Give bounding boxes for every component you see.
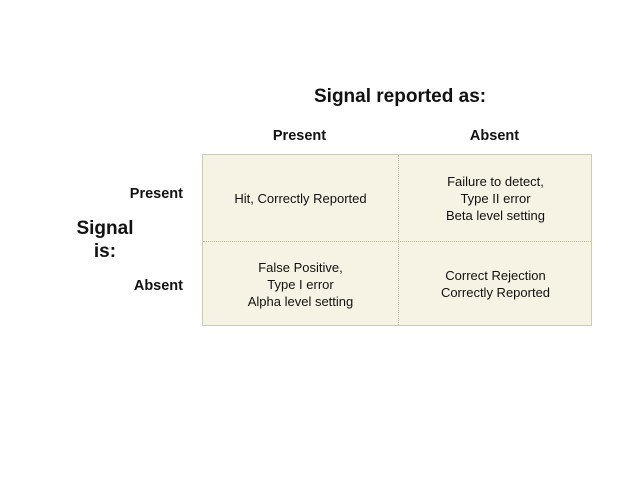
- row-axis-label-line1: Signal: [76, 218, 134, 239]
- cell-miss-line: Beta level setting: [445, 207, 545, 223]
- cell-false-positive: False Positive, Type I error Alpha level…: [203, 241, 398, 327]
- cell-false-positive-line: Type I error: [267, 276, 334, 292]
- cell-hit-line: Hit, Correctly Reported: [234, 190, 367, 206]
- cell-false-positive-line: False Positive,: [258, 259, 343, 275]
- column-header-present: Present: [272, 128, 327, 144]
- cell-false-positive-line: Alpha level setting: [247, 293, 354, 309]
- cell-hit: Hit, Correctly Reported: [203, 155, 398, 241]
- cell-miss-line: Type II error: [460, 190, 531, 206]
- diagram-title: Signal reported as:: [314, 86, 487, 107]
- row-axis-label-line2: is:: [93, 241, 117, 262]
- cell-miss: Failure to detect, Type II error Beta le…: [398, 155, 593, 241]
- cell-correct-rejection-line: Correctly Reported: [440, 285, 551, 300]
- matrix-vertical-divider: [398, 155, 399, 325]
- row-header-present: Present: [129, 186, 183, 202]
- matrix-horizontal-divider: [203, 241, 591, 242]
- cell-correct-rejection-line: Correct Rejection: [445, 268, 546, 283]
- cell-correct-rejection: Correct Rejection Correctly Reported: [398, 241, 593, 327]
- outcome-matrix: Hit, Correctly Reported Failure to detec…: [202, 154, 592, 326]
- row-axis-label: Signal is:: [60, 217, 150, 263]
- row-header-absent: Absent: [133, 278, 183, 294]
- cell-miss-line: Failure to detect,: [447, 173, 544, 189]
- column-header-absent: Absent: [469, 128, 520, 144]
